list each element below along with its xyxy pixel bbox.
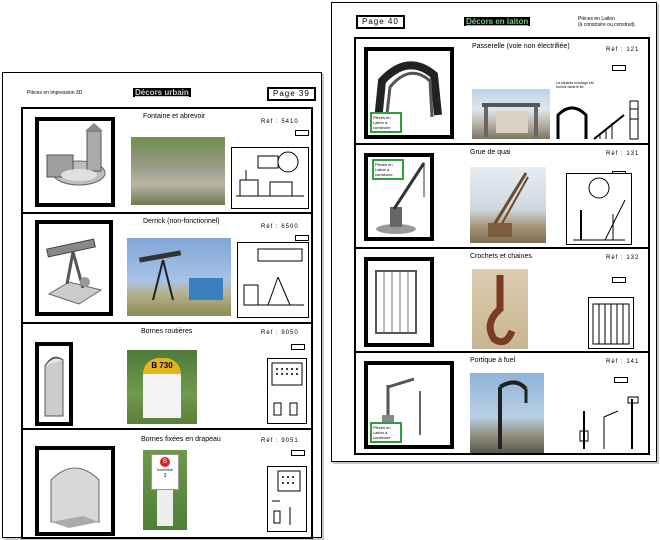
item-ref: Réf : 5410: [261, 119, 299, 125]
item-name: Crochets et chaines: [470, 253, 532, 260]
catalog-page-40: Page 40 Décors en laiton Pièces en Laito…: [331, 2, 657, 462]
catalog-item[interactable]: Passerelle (voie non électrifiée) Réf : …: [356, 39, 648, 145]
render-image: [35, 342, 73, 426]
item-name: Portique à fuel: [470, 357, 516, 364]
plan-drawing: [554, 95, 648, 141]
render-image: [35, 220, 113, 316]
photo-milestone: B 730: [127, 350, 197, 424]
catalog-item[interactable]: Portique à fuel Réf : 141 Pièces en Lait…: [356, 353, 648, 457]
item-name: Passerelle (voie non électrifiée): [472, 43, 570, 50]
render-image: [35, 446, 115, 536]
button-icon[interactable]: [295, 130, 309, 136]
button-icon[interactable]: [612, 65, 626, 71]
header-right-caption: Pièces en Laiton: [578, 16, 615, 22]
catalog-list: Fontaine et abrevoir Réf : 5410: [21, 107, 313, 539]
photo-fountain: [131, 137, 225, 205]
flag-sign-top: B: [160, 457, 170, 467]
item-name: Derrick (non-fonctionnel): [143, 218, 220, 225]
button-icon[interactable]: [291, 450, 305, 456]
page-title: Décors urbain: [133, 88, 191, 97]
catalog-item[interactable]: Bornes routières Réf : 9050 B 730: [23, 324, 311, 430]
photo-hooks: [472, 269, 528, 349]
item-name: Grue de quai: [470, 149, 511, 156]
plan-drawing: [231, 147, 309, 209]
render-image: [364, 257, 434, 347]
item-ref: Réf : 141: [606, 359, 640, 365]
render-image: [35, 117, 115, 207]
green-note: Pièces en Laiton à construire: [372, 159, 404, 180]
photo-flag-marker: B Sommière 3: [143, 450, 187, 530]
photo-footbridge: [472, 89, 550, 139]
assembly-note: La variante montage est fournie dans le …: [556, 81, 594, 89]
item-ref: Réf : 6500: [261, 224, 299, 230]
button-icon[interactable]: [614, 377, 628, 383]
milestone-sign: B 730: [143, 358, 181, 374]
item-ref: Réf : 132: [606, 255, 640, 261]
plan-drawing: [566, 173, 632, 245]
item-ref: Réf : 121: [606, 47, 640, 53]
plan-drawing: [574, 391, 644, 453]
plan-drawing: [237, 242, 309, 318]
button-icon[interactable]: [612, 277, 626, 283]
catalog-page-39: Pièces en impression 3D Décors urbain Pa…: [2, 72, 322, 539]
catalog-item[interactable]: Crochets et chaines Réf : 132: [356, 249, 648, 353]
item-name: Bornes fixées en drapeau: [141, 436, 221, 443]
green-note: Pièces en Laiton à construire: [370, 422, 402, 443]
plan-drawing: [267, 466, 307, 532]
flag-sign-bottom: 3: [163, 473, 167, 479]
photo-fuel-gantry: [470, 373, 544, 453]
photo-crane: [470, 167, 546, 243]
render-image: Pièces en Laiton à construire: [364, 153, 434, 241]
item-ref: Réf : 9050: [261, 330, 299, 336]
header-left-caption: Pièces en impression 3D: [27, 90, 83, 96]
page-title: Décors en laiton: [464, 17, 531, 26]
catalog-list: Passerelle (voie non électrifiée) Réf : …: [354, 37, 650, 455]
flag-sign-middle: Sommière: [157, 468, 173, 472]
item-ref: Réf : 131: [606, 151, 640, 157]
photo-derrick: [127, 238, 231, 316]
page-number: Page 39: [267, 87, 316, 101]
catalog-item[interactable]: Grue de quai Réf : 131 Pièces en Laiton …: [356, 145, 648, 249]
item-name: Bornes routières: [141, 328, 193, 335]
plan-drawing: [267, 358, 307, 424]
catalog-item[interactable]: Derrick (non-fonctionnel) Réf : 6500: [23, 214, 311, 324]
green-note: Pièces en Laiton à construire: [370, 112, 402, 133]
button-icon[interactable]: [295, 235, 309, 241]
render-image: Pièces en Laiton à construire: [364, 47, 454, 139]
catalog-item[interactable]: Bornes fixées en drapeau Réf : 9051 B So…: [23, 430, 311, 540]
page-number: Page 40: [356, 15, 405, 29]
item-name: Fontaine et abrevoir: [143, 113, 206, 120]
button-icon[interactable]: [291, 344, 305, 350]
plan-drawing: [588, 297, 634, 349]
catalog-item[interactable]: Fontaine et abrevoir Réf : 5410: [23, 109, 311, 214]
render-image: Pièces en Laiton à construire: [364, 361, 454, 449]
item-ref: Réf : 9051: [261, 438, 299, 444]
header-right-subcaption: (à construire ou construit): [578, 22, 635, 28]
